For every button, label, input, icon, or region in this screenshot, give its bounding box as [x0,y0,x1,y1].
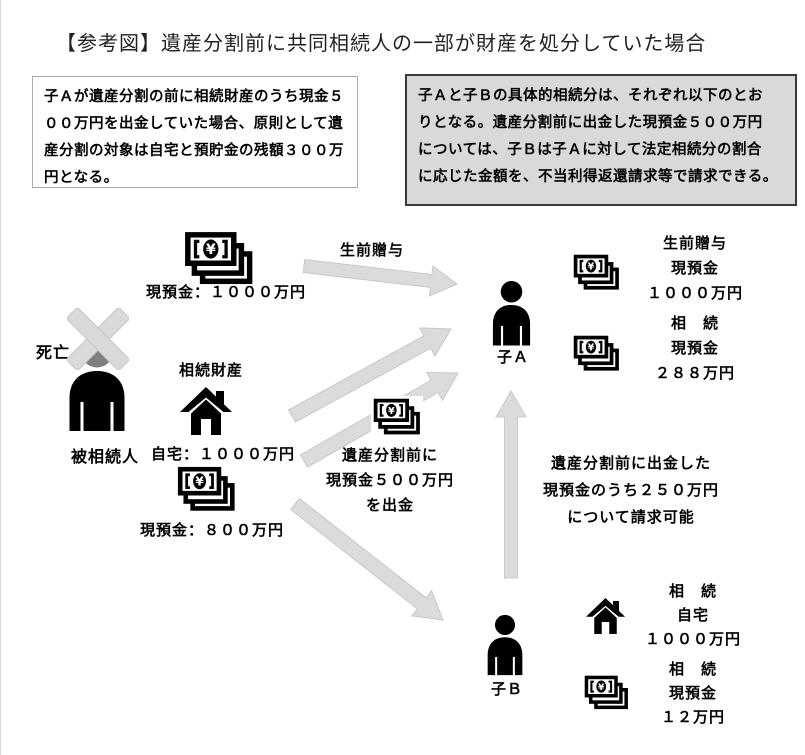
asset-line: 生前贈与 [662,235,727,252]
svg-text:¥: ¥ [388,406,395,417]
asset-line: 相 続 [668,661,717,678]
page-title: 【参考図】遺産分割前に共同相続人の一部が財産を処分していた場合 [56,33,707,55]
money-icon: ¥ [573,254,620,291]
asset-line: 相 続 [670,315,719,332]
claim-note-line: について請求可能 [567,509,695,526]
asset-line: 現預金 [670,340,719,357]
asset-line: 相 続 [668,583,717,600]
note-left-line: 円となる。 [44,170,119,186]
money-icon: ¥ [177,466,236,512]
money-icon: ¥ [184,231,254,286]
death-label: 死亡 [36,345,71,362]
money-icon: ¥ [371,396,423,438]
note-left-line: 子Ａが遺産分割の前に相続財産のうち現金５ [44,89,344,105]
note-right-line: に応じた金額を、不当利得返還請求等で請求できる。 [418,169,778,185]
cash-value-label: 現預金：８００万円 [140,522,285,539]
asset-line: 現預金 [668,685,717,702]
asset-line: 現預金 [670,260,719,277]
child-a-gift-asset: 生前贈与 現預金 １０００万円 [641,231,749,306]
estate-label: 相続財産 [179,362,244,379]
note-left-line: ００万円を出金していた場合、原則として遺 [44,116,344,132]
house-icon [180,387,232,437]
withdraw-note-line: 現預金５００万円 [325,472,454,489]
decedent-label: 被相続人 [71,449,140,466]
house-icon [586,598,625,636]
withdraw-note: 遺産分割前に 現預金５００万円 を出金 [304,443,476,518]
svg-text:¥: ¥ [195,474,204,488]
svg-text:¥: ¥ [598,683,605,693]
child-b-label: 子Ｂ [491,681,524,698]
child-a-person-icon [489,280,534,347]
child-a-label: 子Ａ [497,349,530,366]
note-box-right: 子Ａと子Ｂの具体的相続分は、それぞれ以下のとお りとなる。遺産分割前に出金した現… [405,74,797,206]
svg-text:¥: ¥ [588,261,595,272]
asset-line: １０００万円 [646,285,743,302]
claim-note: 遺産分割前に出金した 現預金のうち２５０万円 について請求可能 [527,450,735,531]
withdraw-note-line: を出金 [365,497,414,514]
predeath-cash-label: 現預金：１０００万円 [146,284,307,301]
svg-text:¥: ¥ [588,342,595,353]
asset-line: 自宅 [676,607,709,624]
note-right-line: りとなる。遺産分割前に出金した現預金５００万円 [418,115,763,131]
claim-arrow [495,389,527,579]
withdraw-note-line: 遺産分割前に [341,447,438,464]
claim-note-line: 現預金のうち２５０万円 [542,482,719,499]
asset-line: １０００万円 [644,631,741,648]
money-icon: ¥ [573,335,620,372]
money-icon: ¥ [584,675,629,710]
inherit-arrow-b [289,497,444,621]
svg-text:¥: ¥ [206,242,216,258]
claim-note-line: 遺産分割前に出金した [550,455,711,472]
gift-arrow-label: 生前贈与 [340,242,405,259]
asset-line: ２８８万円 [654,365,735,382]
note-box-left: 子Ａが遺産分割の前に相続財産のうち現金５ ００万円を出金していた場合、原則として… [32,76,358,188]
child-b-cash-asset: 相 続 現預金 １２万円 [639,658,747,730]
note-left-line: 産分割の対象は自宅と預貯金の残額３００万 [44,143,344,159]
note-right-line: については、子Ｂは子Ａに対して法定相続分の割合 [418,142,762,158]
note-right-line: 子Ａと子Ｂの具体的相続分は、それぞれ以下のとお [418,88,763,104]
child-b-person-icon [484,614,526,676]
death-x-icon [67,308,129,370]
child-b-home-asset: 相 続 自宅 １０００万円 [639,580,747,652]
child-a-inherit-asset: 相 続 現預金 ２８８万円 [641,311,749,386]
asset-line: １２万円 [660,709,725,726]
gift-arrow [302,258,458,297]
inherit-arrow-a [287,327,452,423]
home-value-label: 自宅：１０００万円 [151,446,296,463]
